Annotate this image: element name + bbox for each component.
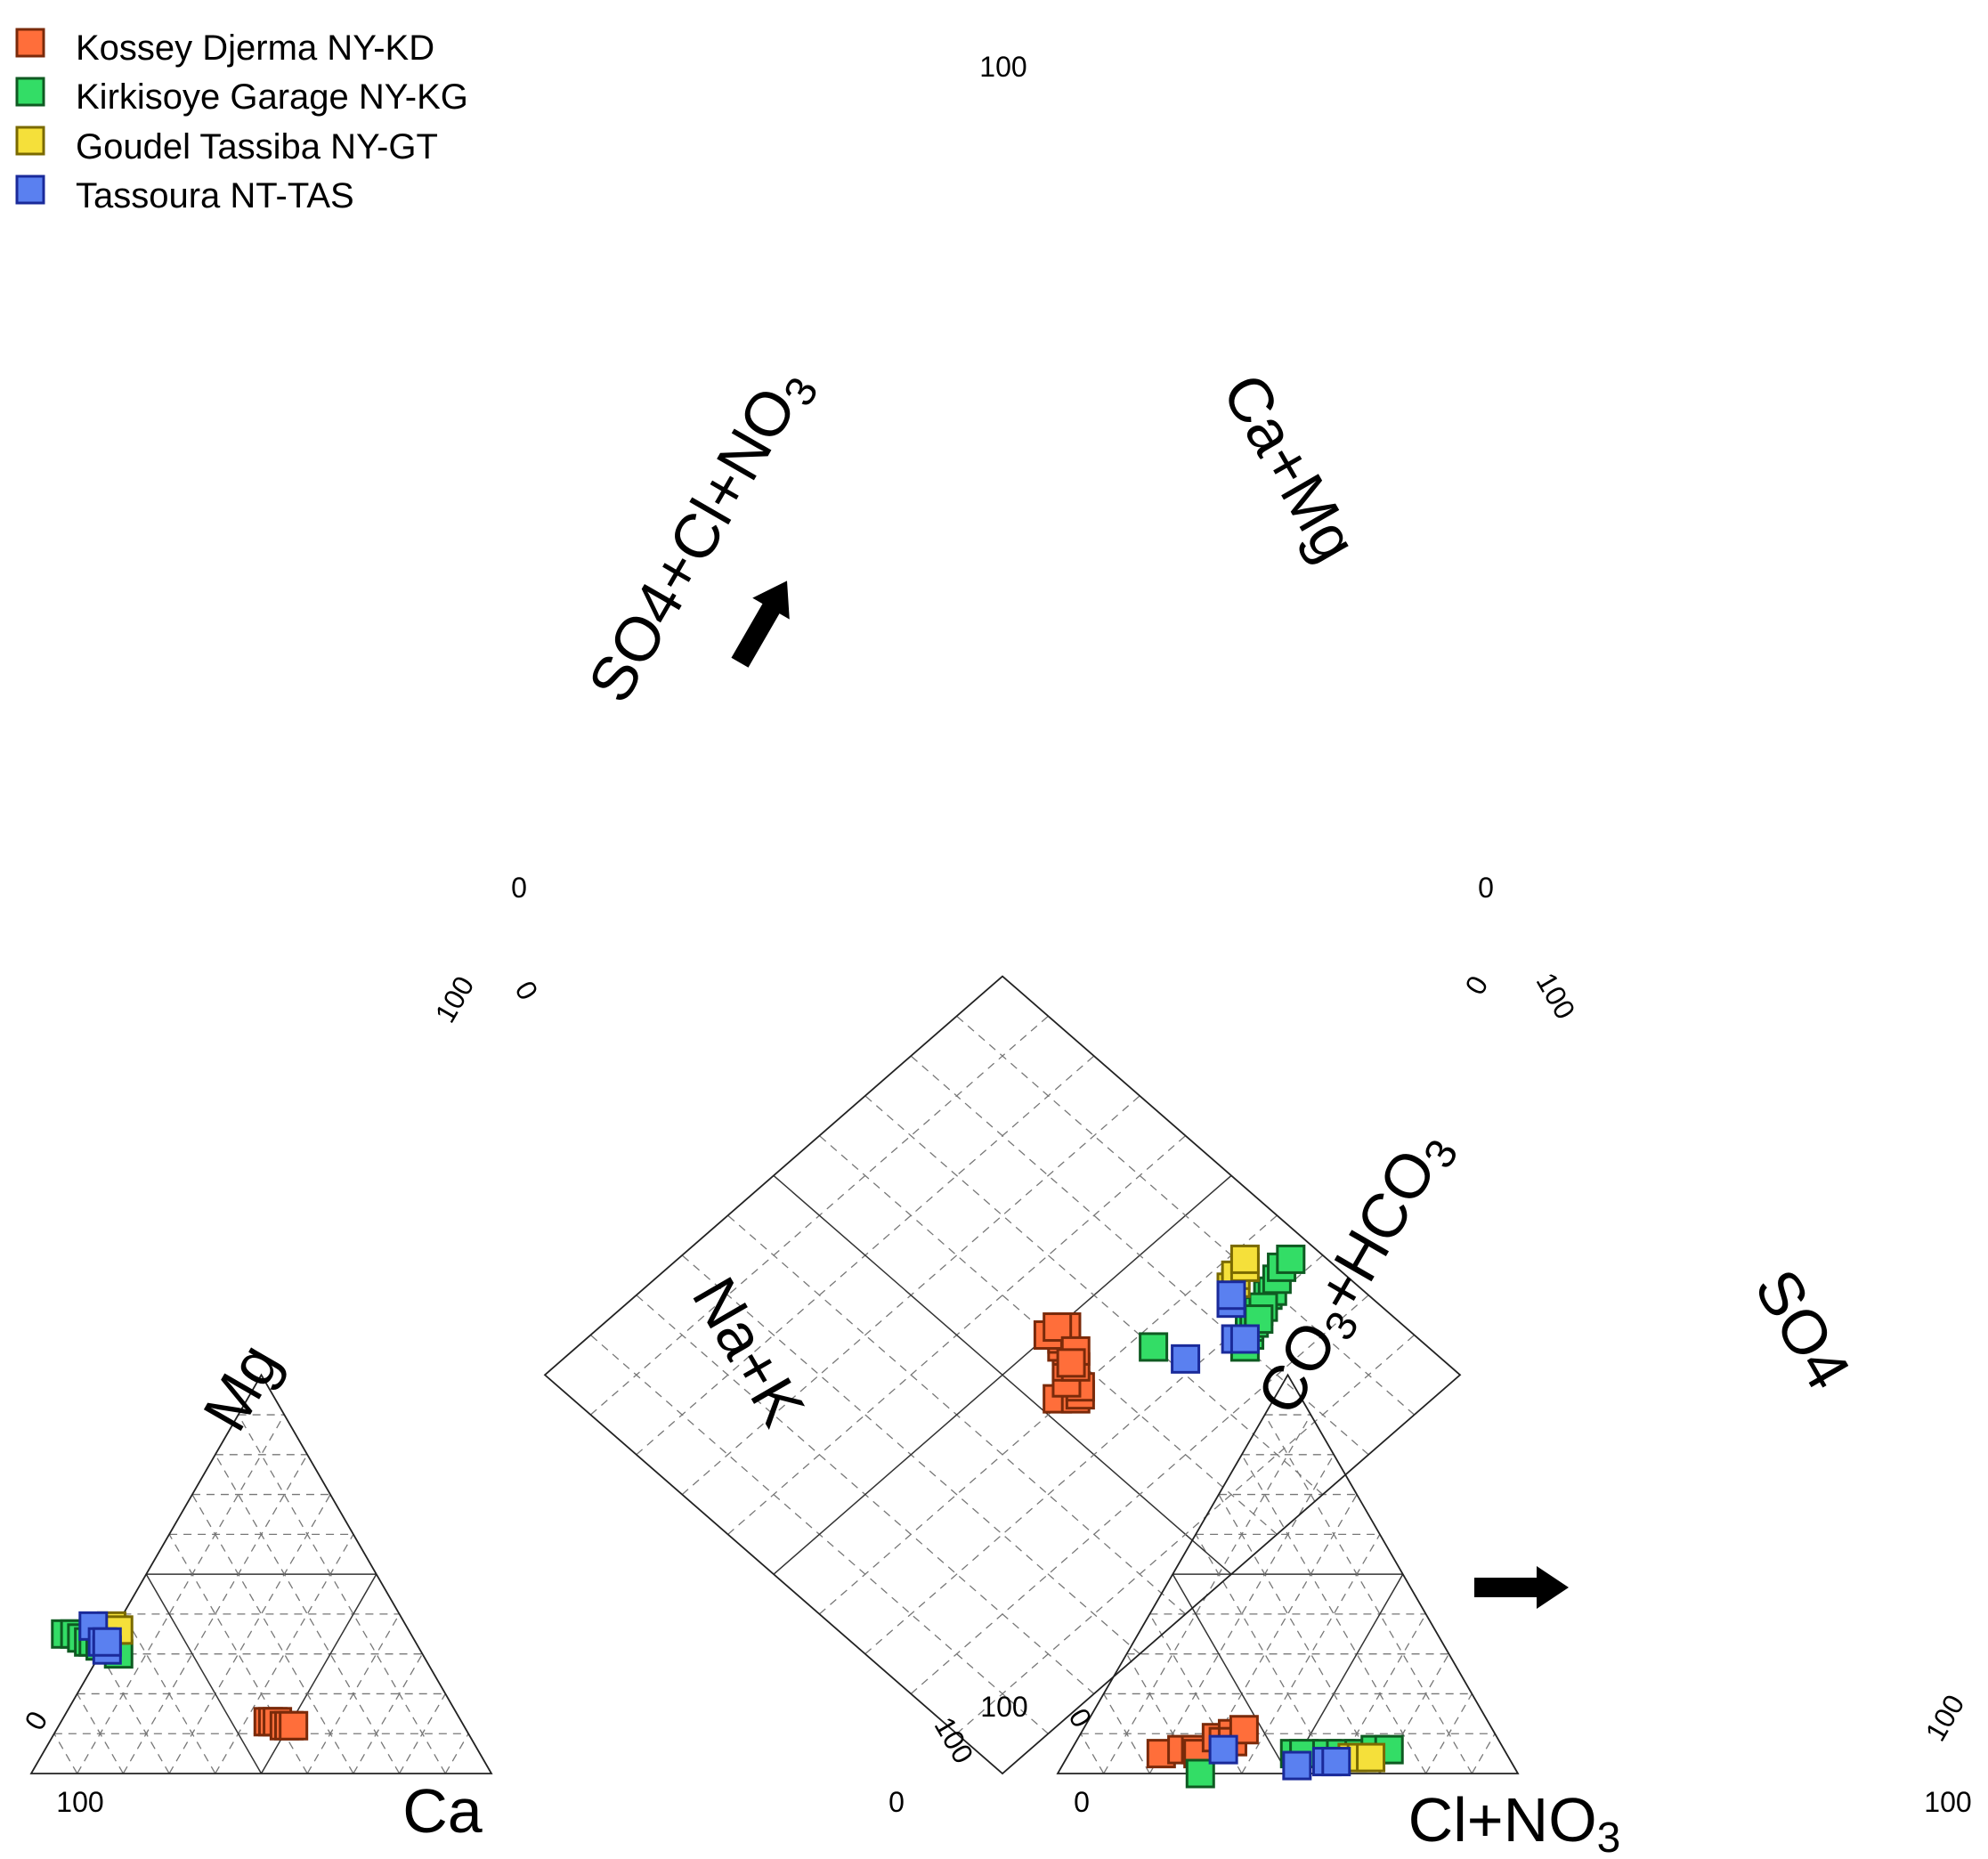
diamond-point-kirkisoye-garage-ny-kg-9 — [1276, 1244, 1306, 1274]
cation-grid-l-7 — [353, 1653, 424, 1774]
legend: Kossey Djerma NY-KD Kirkisoye Garage NY-… — [15, 28, 468, 215]
legend-marker-kirkisoye-garage-ny-kg — [15, 77, 45, 107]
tick-so4-100: 100 — [1919, 1689, 1971, 1746]
cation-grid-r-2 — [77, 1693, 124, 1774]
arrow-layer — [731, 580, 1569, 1609]
diamond-frame — [543, 975, 1462, 1775]
tick-hco3-100: 100 — [1530, 967, 1582, 1024]
tick-diamond-top: 100 — [979, 51, 1026, 83]
cation-frame — [29, 1373, 493, 1774]
tick-nak-0: 0 — [508, 976, 544, 1005]
legend-label-kd: Kossey Djerma NY-KD — [76, 28, 434, 68]
cation-grid-l-3 — [168, 1494, 331, 1774]
anion-point-tassoura-nt-tas-0 — [1282, 1750, 1312, 1781]
anion-grid-l-7 — [1379, 1653, 1450, 1774]
tick-cl-100: 100 — [1924, 1786, 1971, 1818]
legend-marker-kossey-djerma-ny-kd — [15, 28, 45, 58]
cation-grid-l-2 — [122, 1454, 308, 1774]
cation-grid-r-7 — [191, 1494, 354, 1774]
diamond-point-kossey-djerma-ny-kd-15 — [1056, 1348, 1086, 1378]
cation-grid-l-5 — [260, 1573, 377, 1774]
diamond-grid-b-9 — [956, 1335, 1416, 1734]
axis-label-so4: SO4 — [1741, 1258, 1864, 1400]
cation-grid-r-5 — [145, 1573, 263, 1774]
grid-layer — [53, 1015, 1496, 1774]
anion-grid-r-9 — [1264, 1414, 1473, 1774]
legend-label-gt: Goudel Tassiba NY-GT — [76, 127, 438, 166]
anion-point-goudel-tassiba-ny-gt-2 — [1356, 1742, 1386, 1773]
legend-marker-tassoura-nt-tas — [15, 175, 45, 205]
tick-ca-100: 100 — [56, 1786, 103, 1818]
cation-grid-r-3 — [99, 1653, 170, 1774]
cation-grid-l-9 — [444, 1733, 469, 1774]
cation-grid-r-8 — [215, 1454, 401, 1774]
arrow-up-diamond-shape — [731, 580, 790, 668]
tick-ca-0: 0 — [889, 1786, 905, 1818]
tick-diamond-left: 0 — [511, 872, 527, 904]
axis-label-ca: Ca — [402, 1776, 483, 1846]
anion-grid-l-3 — [1195, 1494, 1358, 1774]
legend-marker-goudel-tassiba-ny-gt — [15, 126, 45, 156]
cl-no3-sub: 3 — [1597, 1814, 1621, 1859]
cation-point-kossey-djerma-ny-kd-5 — [279, 1710, 309, 1741]
anion-grid-r-3 — [1125, 1653, 1197, 1774]
anion-grid-r-2 — [1103, 1693, 1150, 1774]
diamond-point-kossey-djerma-ny-kd-13 — [1043, 1312, 1073, 1343]
diamond-grid-b-5 — [773, 1174, 1232, 1575]
anion-grid-r-8 — [1241, 1454, 1427, 1774]
tick-cl-0: 0 — [1074, 1786, 1090, 1818]
tick-so4-0: 0 — [1458, 970, 1494, 1000]
diamond-grid-a-8 — [910, 1055, 1369, 1456]
so4cl-main: SO4+Cl+NO — [575, 376, 810, 713]
arrow-up-diamond — [731, 580, 790, 668]
anion-point-tassoura-nt-tas-2 — [1321, 1747, 1351, 1777]
cation-grid-r-9 — [238, 1414, 446, 1774]
cation-grid-l-1 — [77, 1414, 285, 1774]
axis-label-cl-no3: Cl+NO3 — [1408, 1785, 1621, 1859]
axis-label-ca-mg: Ca+Mg — [1209, 362, 1370, 572]
legend-markers — [15, 28, 45, 205]
anion-grid-r-5 — [1172, 1573, 1289, 1774]
diamond-point-tassoura-nt-tas-3 — [1216, 1280, 1246, 1311]
cl-no3-main: Cl+NO — [1408, 1785, 1597, 1855]
arrow-right-anion-shape — [1474, 1566, 1569, 1609]
tick-diamond-right: 0 — [1478, 872, 1494, 904]
tick-hco3-0: 0 — [1062, 1703, 1098, 1733]
diamond-point-kirkisoye-garage-ny-kg-10 — [1139, 1332, 1169, 1362]
axis-label-so4-cl-no3: SO4+Cl+NO3 — [575, 355, 828, 717]
tick-mg-0: 0 — [18, 1706, 53, 1735]
anion-grid-r-7 — [1218, 1494, 1381, 1774]
tick-diamond-bottom: 100 — [980, 1691, 1027, 1723]
anion-grid-l-9 — [1471, 1733, 1496, 1774]
diamond-point-goudel-tassiba-ny-gt-4 — [1229, 1244, 1260, 1274]
anion-grid-r-1 — [1080, 1733, 1105, 1774]
diamond-grid-a-9 — [956, 1015, 1416, 1416]
anion-grid-r-6 — [1195, 1534, 1335, 1774]
co3-b: +HCO — [1302, 1138, 1450, 1324]
diamond-point-tassoura-nt-tas-0 — [1171, 1344, 1201, 1374]
diamond-grid-b-6 — [818, 1214, 1278, 1615]
data-points-layer — [51, 1244, 1404, 1789]
anion-point-kossey-djerma-ny-kd-8 — [1229, 1715, 1259, 1745]
diamond-grid-a-7 — [864, 1095, 1324, 1496]
legend-label-tas: Tassoura NT-TAS — [76, 176, 354, 215]
anion-point-tassoura-nt-tas-3 — [1208, 1734, 1238, 1765]
diamond-grid-b-8 — [910, 1295, 1369, 1694]
anion-grid-l-2 — [1148, 1454, 1335, 1774]
cation-grid-r-4 — [122, 1613, 216, 1774]
axis-label-na-k: Na+K — [679, 1266, 818, 1437]
cation-grid-r-1 — [53, 1733, 78, 1774]
legend-label-kg: Kirkisoye Garage NY-KG — [76, 77, 468, 117]
arrow-right-anion — [1474, 1566, 1569, 1609]
cation-point-tassoura-nt-tas-3 — [92, 1627, 122, 1657]
anion-point-kirkisoye-garage-ny-kg-7 — [1185, 1758, 1215, 1789]
diamond-point-tassoura-nt-tas-4 — [1229, 1324, 1260, 1354]
tick-mg-100: 100 — [429, 970, 481, 1027]
